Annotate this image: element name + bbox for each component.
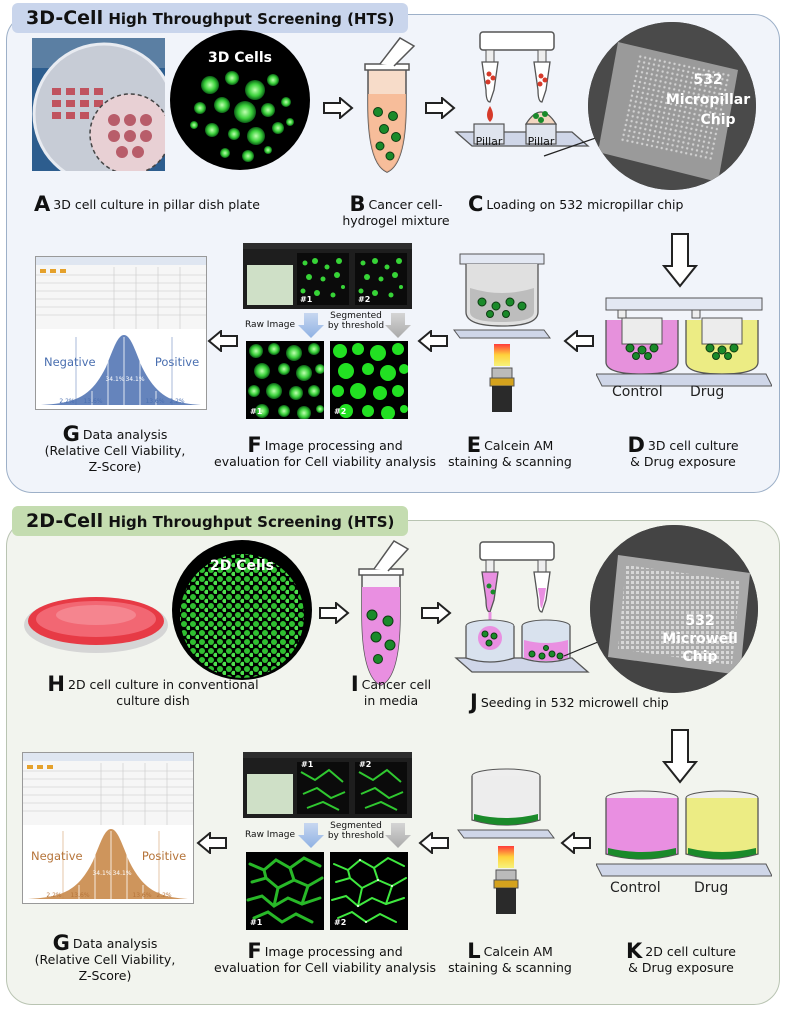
pct-label: 13.6% [145,398,165,405]
image-tag: #2 [334,918,347,927]
culture-dish-photo [20,585,172,655]
arrow-left-icon [417,328,449,356]
pct-label: 34.1% [112,870,132,877]
microwell-chip-photo: 532 Microwell Chip [590,525,758,693]
raw-image-3d: #1 [246,341,324,419]
drug-label: Drug [694,880,729,896]
micropillar-chip-photo: 532 Micropillar Chip [588,22,756,190]
raw-image-label: Raw Image [245,320,295,330]
arrow-down-blue-icon [297,821,325,853]
raw-image-label: Raw Image [245,830,295,840]
arrow-left-icon [418,830,450,858]
image-tag: #1 [250,407,263,416]
arrow-right-icon [318,600,350,628]
2d-cells-microscopy-image: 2D Cells [172,540,312,680]
pct-label: 2.2% [156,892,172,899]
control-drug-illustration-bottom [595,790,773,880]
positive-label: Positive [141,849,187,863]
pct-label: 34.1% [92,870,112,877]
control-label: Control [612,384,663,400]
segmented-image-3d: #2 [330,341,408,419]
raw-image-2d: #1 [246,852,324,930]
positive-label: Positive [154,355,200,369]
2d-cells-label: 2D Cells [210,558,274,574]
pct-label: 34.1% [125,376,145,383]
arrow-down-icon [661,232,699,292]
pillar-label: Pillar [475,135,503,148]
pct-label: 13.6% [83,398,103,405]
calcein-scanning-illustration-top [452,252,552,422]
control-drug-illustration-top [595,296,773,396]
calcein-scanning-illustration-bottom [456,768,556,928]
arrow-left-icon [560,830,592,858]
image-processing-software-bottom: #1 #2 [243,752,412,818]
arrow-down-icon [661,728,699,788]
arrow-right-icon [424,95,456,123]
pct-label: 2.2% [59,398,75,405]
pillar-dish-photo [32,38,176,186]
arrow-right-icon [420,600,452,628]
image-tag: #2 [358,295,371,304]
segmented-image-2d: #2 [330,852,408,930]
chip-label-micropillar: Micropillar [665,92,751,108]
negative-label: Negative [44,355,96,369]
arrow-down-gray-icon [384,821,412,853]
image-tag: #2 [359,760,372,769]
tube-hydrogel-mixture [360,34,420,174]
image-tag: #1 [301,760,314,769]
image-tag: #1 [250,918,263,927]
tube-cells-in-media [354,537,414,687]
pct-label: 2.2% [46,892,62,899]
chip-label-532: 532 [685,613,715,629]
data-analysis-chart-bottom: Negative Positive 34.1% 34.1% 13.6% 13.6… [22,752,194,904]
chip-label-chip: Chip [700,112,736,128]
3d-cells-microscopy-image: 3D Cells [170,30,310,170]
arrow-down-blue-icon [297,311,325,343]
pct-label: 13.6% [70,892,90,899]
pillar-label: Pillar [527,135,555,148]
arrow-left-icon [196,830,228,858]
bottom-panel-title: 2D-Cell High Throughput Screening (HTS) [12,506,409,536]
control-label: Control [610,880,661,896]
image-processing-software-top: #1 #2 [243,243,412,309]
3d-cells-label: 3D Cells [208,50,272,66]
image-tag: #1 [300,295,313,304]
negative-label: Negative [31,849,83,863]
arrow-down-gray-icon [384,311,412,343]
chip-label-chip: Chip [682,649,718,665]
arrow-left-icon [207,328,239,356]
drug-label: Drug [690,384,725,400]
chip-label-microwell: Microwell [662,631,738,647]
microwell-seeding-illustration [452,540,592,680]
image-tag: #2 [334,407,347,416]
pct-label: 13.6% [132,892,152,899]
arrow-right-icon [322,95,354,123]
pct-label: 34.1% [105,376,125,383]
top-panel-title: 3D-Cell High Throughput Screening (HTS) [12,3,409,33]
pillar-loading-illustration: Pillar Pillar [452,30,592,170]
pct-label: 2.2% [169,398,185,405]
chip-label-532: 532 [693,72,723,88]
arrow-left-icon [563,328,595,356]
data-analysis-chart-top: Negative Positive 34.1% 34.1% 13.6% 13.6… [35,256,207,410]
